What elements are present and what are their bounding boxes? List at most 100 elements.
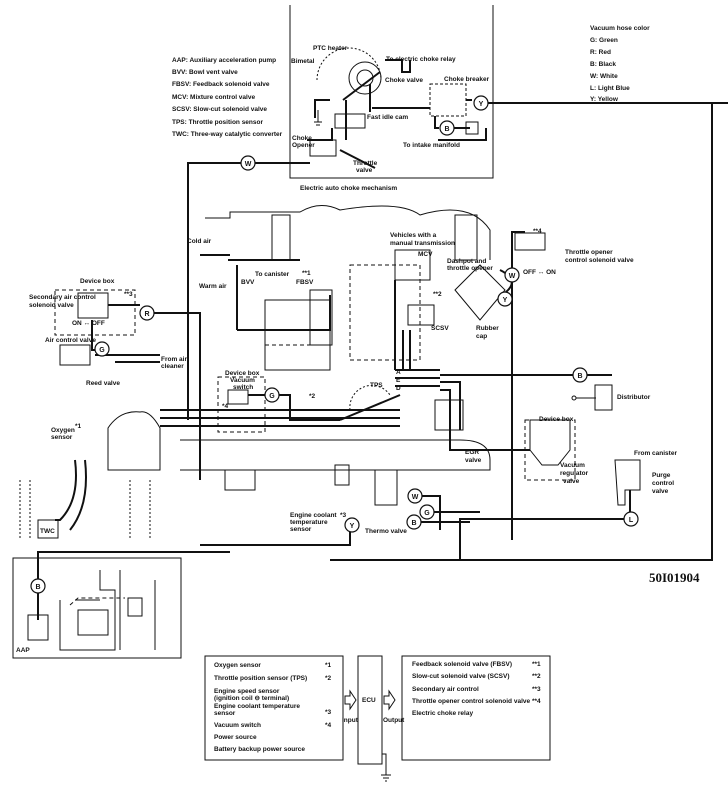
- fbsv-ref: **1: [302, 270, 311, 277]
- abbreviation-legend: AAP: Auxiliary acceleration pump BVV: Bo…: [172, 57, 283, 138]
- warm-air-label: Warm air: [199, 283, 227, 290]
- tps-label: TPS: [370, 382, 383, 389]
- input-coolant-temp-2: sensor: [214, 710, 236, 717]
- throttle-opener-ref: **4: [533, 228, 542, 235]
- hose-y-choke-label: Y: [479, 101, 484, 108]
- hose-r-label: R: [144, 311, 149, 318]
- to-intake-manifold-label: To intake manifold: [403, 142, 460, 149]
- hose-w-thermo: [407, 488, 423, 504]
- output-label: Output: [383, 717, 405, 724]
- hose-y-dashpot: [497, 291, 513, 307]
- hose-color-title: Vacuum hose color: [590, 25, 650, 32]
- throttle-valve-label-2: valve: [356, 167, 373, 174]
- bimetal-label: Bimetal: [291, 58, 315, 65]
- choke-opener-label: Choke: [292, 135, 312, 142]
- abbr-twc: TWC: Three-way catalytic converter: [172, 131, 283, 138]
- abbr-fbsv: FBSV: Feedback solenoid valve: [172, 81, 270, 88]
- hose-color-l: L: Light Blue: [590, 85, 630, 92]
- hose-b-choke: [439, 120, 455, 136]
- air-filter-left: [271, 214, 291, 261]
- distributor-label: Distributor: [617, 394, 651, 401]
- fbsv-label: FBSV: [296, 279, 314, 286]
- input-power-source: Power source: [214, 734, 257, 741]
- hose-color-g: G: Green: [590, 37, 618, 44]
- oxygen-sensor-label: Oxygen: [51, 427, 75, 434]
- input-coolant-temp: Engine coolant temperature: [214, 703, 300, 710]
- input-tps: Throttle position sensor (TPS): [214, 675, 307, 682]
- hose-color-b: B: Black: [590, 61, 616, 68]
- rubber-cap-label: Rubber: [476, 325, 499, 332]
- from-canister-label: From canister: [634, 450, 677, 457]
- oxygen-sensor-label-2: sensor: [51, 434, 73, 441]
- reed-valve-label: Reed valve: [86, 380, 120, 387]
- choke-breaker: [429, 83, 467, 117]
- choke-opener: [309, 139, 337, 157]
- ptc-heater-label: PTC heater: [313, 45, 348, 52]
- input-oxygen-sensor: Oxygen sensor: [214, 662, 261, 669]
- choke-opener-label-2: Opener: [292, 142, 315, 149]
- fast-idle-cam-label: Fast idle cam: [367, 114, 408, 121]
- input-engine-speed-2: (ignition coil ⊖ terminal): [214, 695, 289, 702]
- device-box-left-label: Device box: [80, 278, 115, 285]
- purge-control-valve: [614, 459, 641, 506]
- hose-y-choke: [473, 95, 489, 111]
- intake-manifold: [107, 411, 161, 471]
- from-air-cleaner-label-2: cleaner: [161, 363, 184, 370]
- input-arrow: [344, 689, 357, 711]
- rubber-cap-label-2: cap: [476, 333, 487, 340]
- air-cleaner: [205, 205, 491, 260]
- aap-frame: [12, 557, 182, 659]
- input-label: Input: [342, 717, 359, 724]
- tps-ref: *2: [309, 393, 316, 400]
- input-battery-backup: Battery backup power source: [214, 746, 305, 753]
- to-canister-label: To canister: [255, 271, 290, 278]
- vacuum-switch-ref: *4: [222, 403, 229, 410]
- output-ref-2: **2: [532, 673, 541, 680]
- fast-idle-cam: [334, 113, 366, 129]
- input-ref-2: *2: [325, 675, 332, 682]
- on-off-label: ON ↔ OFF: [72, 320, 105, 327]
- choke-breaker-label: Choke breaker: [444, 76, 490, 83]
- engine-assembly: [19, 205, 641, 540]
- hose-w-choke-label: W: [245, 161, 252, 168]
- scsv-label: SCSV: [431, 325, 449, 332]
- hose-y-dashpot-label: Y: [503, 297, 508, 304]
- device-box-mid-label: Device box: [225, 370, 260, 377]
- input-ref-3: *3: [325, 709, 332, 716]
- purge-valve-label: Purge: [652, 472, 671, 479]
- mcv-body: [394, 249, 431, 281]
- vacuum-switch: [227, 389, 249, 405]
- output-box: [401, 655, 551, 761]
- engine-labels: Cold air Warm air To canister **1 FBSV B…: [29, 228, 677, 535]
- hose-w-thermo-label: W: [412, 494, 419, 501]
- hose-b-aap-label: B: [35, 584, 40, 591]
- twc-label: TWC: [40, 528, 55, 535]
- hose-w-opener-label: W: [509, 273, 516, 280]
- throttle-opener-solenoid: [514, 232, 546, 251]
- vrv-label-3: valve: [563, 478, 580, 485]
- output-ref-4: **4: [532, 698, 541, 705]
- output-secondary-air: Secondary air control: [412, 686, 479, 693]
- egr-port-block: [224, 469, 256, 491]
- egr-valve-label: EGR: [465, 449, 479, 456]
- output-arrow: [383, 689, 396, 711]
- hose-g-mid: [264, 387, 280, 403]
- input-ref-1: *1: [325, 662, 332, 669]
- output-choke-relay: Electric choke relay: [412, 710, 473, 717]
- hose-color-legend: Vacuum hose color G: Green R: Red B: Bla…: [590, 25, 650, 103]
- aap-label: AAP: [16, 647, 30, 654]
- hose-l: [623, 511, 639, 527]
- coolant-sensor-body: [334, 464, 350, 486]
- vrv-label: Vacuum: [560, 462, 585, 469]
- input-ref-4: *4: [325, 722, 332, 729]
- coolant-sensor-label-3: sensor: [290, 526, 312, 533]
- hose-r: [139, 305, 155, 321]
- port-e-label: E: [396, 377, 401, 384]
- hose-b-distributor: [572, 367, 588, 383]
- ecu-block-diagram: ECU Input Output Oxygen sensor *1 Thrott…: [204, 655, 551, 782]
- fbsv-body: [309, 289, 333, 346]
- to-electric-choke-relay-label: To electric choke relay: [386, 56, 456, 63]
- bimetal-spiral: [348, 61, 382, 95]
- air-filter-right: [454, 214, 478, 261]
